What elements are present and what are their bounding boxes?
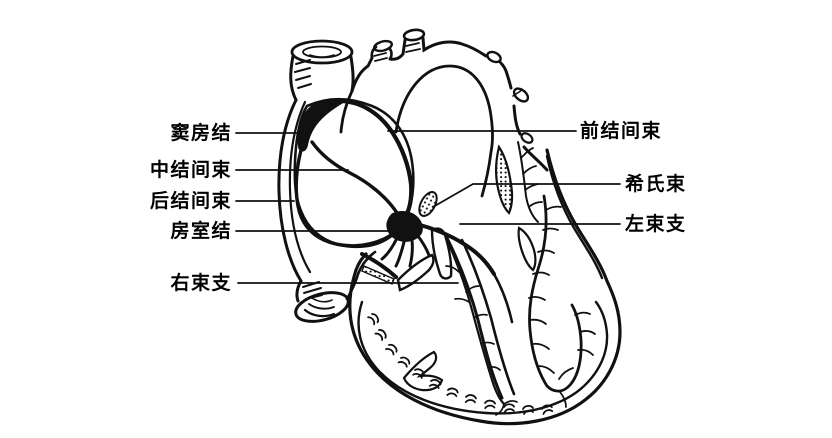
label-right-bundle-branch: 右束支 — [170, 272, 232, 294]
label-posterior-internodal-tract: 后结间束 — [149, 190, 232, 212]
label-left-bundle-branch: 左束支 — [625, 213, 687, 235]
purkinje-network — [528, 194, 596, 408]
label-anterior-internodal-tract: 前结间束 — [580, 120, 663, 142]
aortic-arch — [350, 28, 549, 198]
middle-tract-line — [310, 140, 403, 223]
anterior-tract-line — [339, 98, 414, 222]
heart-outline — [277, 98, 622, 426]
left-bundle-branch-line — [418, 141, 543, 324]
leader-bundle-of-his — [432, 183, 621, 208]
label-middle-internodal-tract: 中结间束 — [149, 159, 232, 181]
label-sinoatrial-node: 窦房结 — [170, 122, 232, 144]
label-bundle-of-his: 希氏束 — [625, 173, 687, 195]
right-bundle-branch-line — [445, 238, 518, 416]
sinoatrial-node-shape — [297, 98, 347, 152]
atrioventricular-node-shape — [380, 211, 432, 268]
ventricular-septum — [445, 236, 516, 400]
aortic-valve-leaflet — [495, 144, 514, 215]
leader-lines — [235, 130, 621, 284]
trabeculae-texture — [366, 311, 554, 415]
mitral-leaflet — [517, 226, 537, 272]
label-atrioventricular-node: 房室结 — [170, 220, 232, 242]
